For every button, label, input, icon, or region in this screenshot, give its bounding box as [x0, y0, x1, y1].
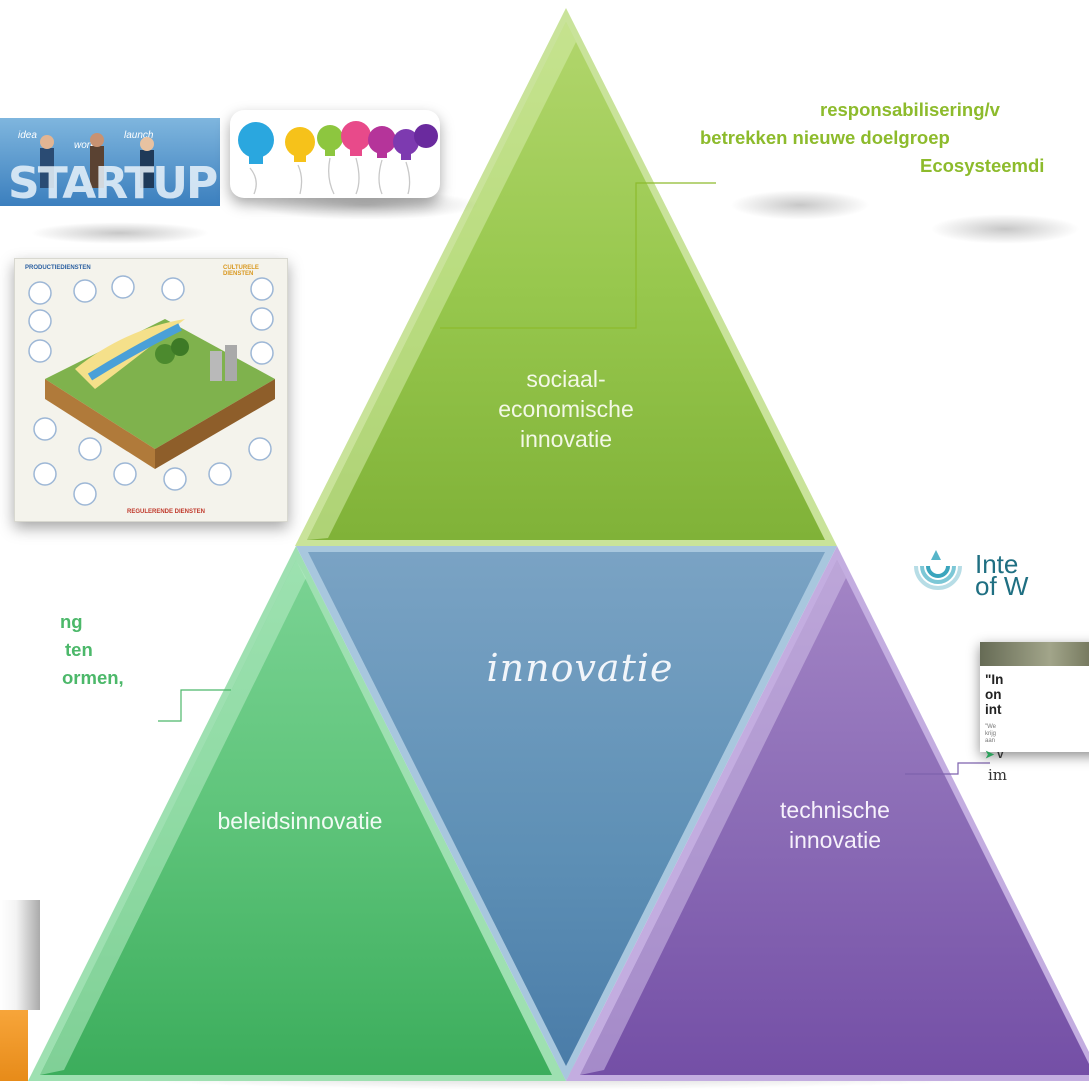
- startup-tag-work: work: [74, 140, 96, 151]
- annotation-line-1: responsabilisering/v: [820, 99, 1000, 120]
- label-right-triangle: technische innovatie: [780, 797, 890, 853]
- article-body: "We krijg aan: [985, 724, 996, 745]
- card-logo-1-text: v: [997, 749, 1004, 761]
- logo-area: Inte of W: [908, 548, 1089, 618]
- annotation-left-line-3: ormen,: [62, 667, 124, 688]
- label-top-triangle: sociaal- economische innovatie: [498, 366, 634, 452]
- article-quote-line-3: int: [985, 702, 1002, 717]
- annotation-line-2: betrekken nieuwe doelgroep: [700, 127, 950, 148]
- label-left-triangle: beleidsinnovatie: [217, 808, 383, 834]
- article-card: "In on int "We krijg aan: [980, 642, 1089, 752]
- vito-leaf-icon: ➤: [985, 749, 995, 761]
- card-logo-1: ➤ v: [985, 748, 1003, 761]
- label-center: innovatie: [486, 646, 674, 690]
- callout-line-left: [158, 689, 231, 722]
- article-body-line-1: "We: [985, 724, 997, 730]
- startup-word: STARTUP: [8, 158, 218, 206]
- article-quote-line-1: "In: [985, 672, 1004, 687]
- left-image-strip: [0, 900, 40, 1010]
- triangle-top: [295, 8, 837, 546]
- triangle-right: [566, 546, 1089, 1081]
- annotation-left-line-2: ten: [65, 639, 93, 660]
- eco-header-right: CULTURELE DIENSTEN: [223, 265, 259, 277]
- triangle-center: [296, 546, 837, 1081]
- eco-header-left: PRODUCTIEDIENSTEN: [25, 265, 91, 271]
- ecosystem-services-image: PRODUCTIEDIENSTEN CULTURELE DIENSTEN REG…: [14, 258, 288, 522]
- annotation-shadow-top: [730, 190, 870, 220]
- article-card-photo: [980, 642, 1089, 666]
- article-body-line-2: krijg: [985, 731, 997, 737]
- triangle-left: [28, 546, 566, 1081]
- startup-tag-launch: launch: [124, 130, 154, 141]
- lightbulbs-icon: [238, 121, 438, 195]
- startup-shadow: [30, 222, 210, 244]
- eco-footer: REGULERENDE DIENSTEN: [127, 509, 206, 515]
- article-quote-line-2: on: [985, 687, 1002, 702]
- logo-text-line-2: of W: [975, 571, 1029, 601]
- callout-line-right: [905, 762, 990, 775]
- article-body-line-3: aan: [985, 738, 996, 744]
- book-cover-image: [0, 1010, 28, 1081]
- startup-image: idea work launch STARTUP: [0, 118, 220, 206]
- callout-line-top: [440, 182, 716, 329]
- card-logo-2: im: [988, 766, 1008, 784]
- article-quote: "In on int: [985, 672, 1003, 717]
- water-drop-logo-icon: [914, 550, 962, 590]
- startup-tag-idea: idea: [18, 130, 37, 141]
- annotation-left-line-1: ng: [60, 611, 83, 632]
- startup-people-icon: [40, 133, 154, 188]
- logo-text-line-1: Inte: [975, 549, 1019, 579]
- lightbulbs-image: [230, 110, 440, 198]
- annotation-shadow-top-2: [930, 214, 1080, 244]
- ecosystem-landscape-icon: [28, 275, 275, 506]
- annotation-line-3: Ecosysteemdi: [920, 155, 1045, 176]
